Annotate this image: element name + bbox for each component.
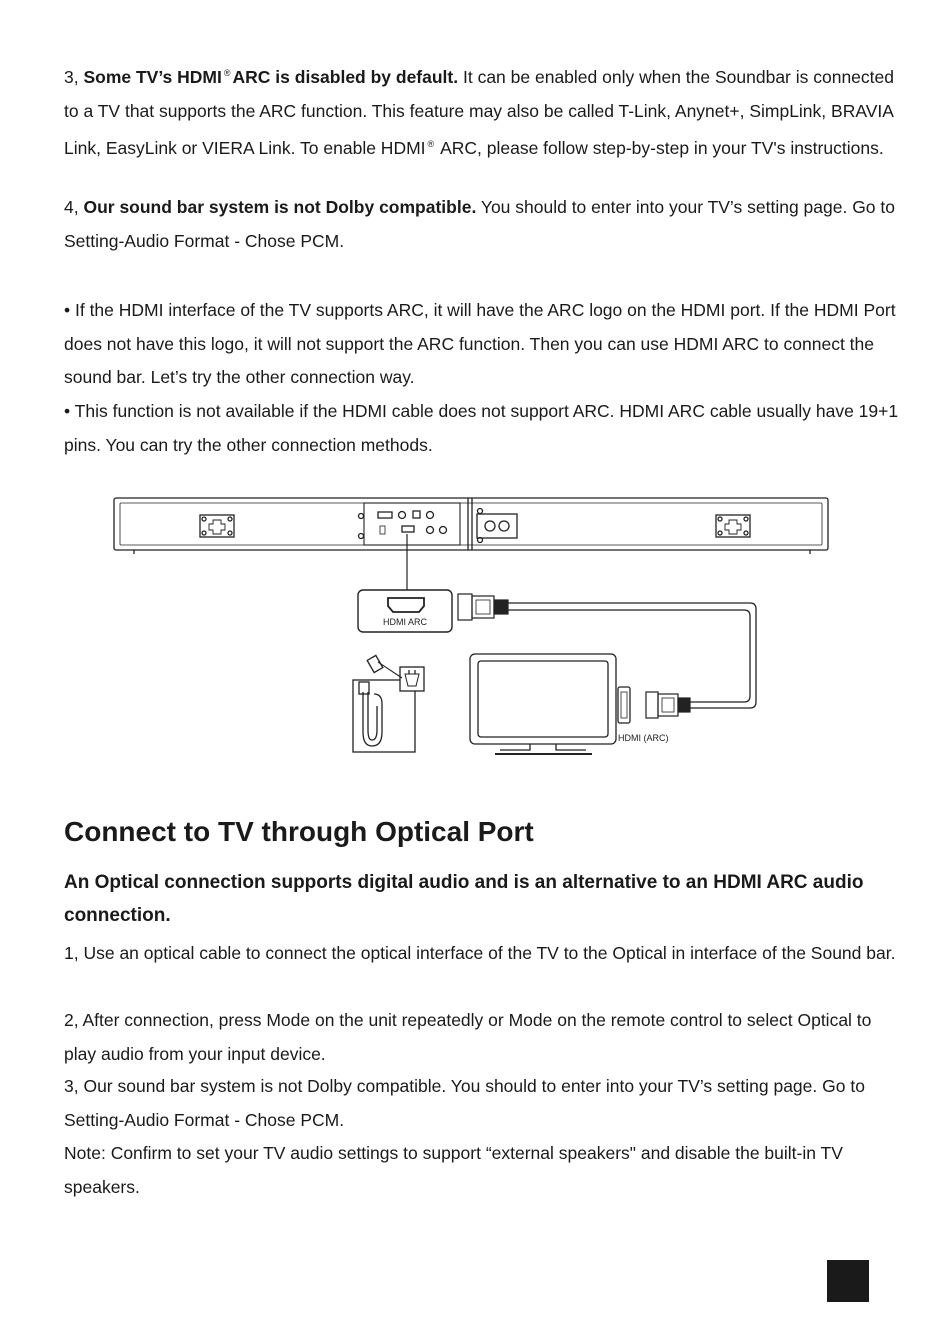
item-3-bold-b: ARC is disabled by default. [232,67,459,87]
bullet-arc-cable: • This function is not available if the … [64,401,899,455]
page-number-box [827,1260,869,1302]
item-3-paragraph: 3, Some TV’s HDMI®ARC is disabled by def… [64,57,904,166]
item-3-text: It can be enabled only when the Soundbar… [64,67,894,159]
optical-step-1: 1, Use an optical cable to connect the o… [64,943,896,963]
tv-hdmi-arc-label: HDMI (ARC) [618,733,669,743]
item-3-text-2: ARC, please follow step-by-step in your … [436,138,884,159]
item-4-text: You should to enter into your TV’s setti… [64,197,895,251]
optical-step-3: 3, Our sound bar system is not Dolby com… [64,1076,865,1130]
tv-illustration [469,653,631,755]
item-3-bold-a: Some TV’s HDMI [83,67,222,87]
hdmi-arc-port-callout: HDMI ARC [357,589,453,633]
item-3-number: 3, [64,67,84,87]
soundbar-illustration [113,497,829,554]
optical-step-2: 2, After connection, press Mode on the u… [64,1010,872,1064]
registered-mark: ® [223,68,231,78]
registered-mark-2: ® [427,139,435,150]
item-4-bold: Our sound bar system is not Dolby compat… [83,197,477,217]
item-4-paragraph: 4, Our sound bar system is not Dolby com… [64,191,904,258]
hdmi-cable-plug-tv [645,691,691,719]
hdmi-arc-port-label: HDMI ARC [383,617,428,627]
optical-note: Note: Confirm to set your TV audio setti… [64,1143,843,1197]
hdmi-arc-connection-diagram: HDMI ARC HDMI (ARC) [113,497,829,755]
power-cable-icon [352,654,425,753]
hdmi-cable-plug-top [457,593,509,621]
bullet-arc-logo: • If the HDMI interface of the TV suppor… [64,300,896,388]
section-subheading-optical: An Optical connection supports digital a… [64,872,864,926]
section-heading-optical: Connect to TV through Optical Port [64,816,534,847]
item-4-number: 4, [64,197,84,217]
hdmi-cable [508,602,757,709]
